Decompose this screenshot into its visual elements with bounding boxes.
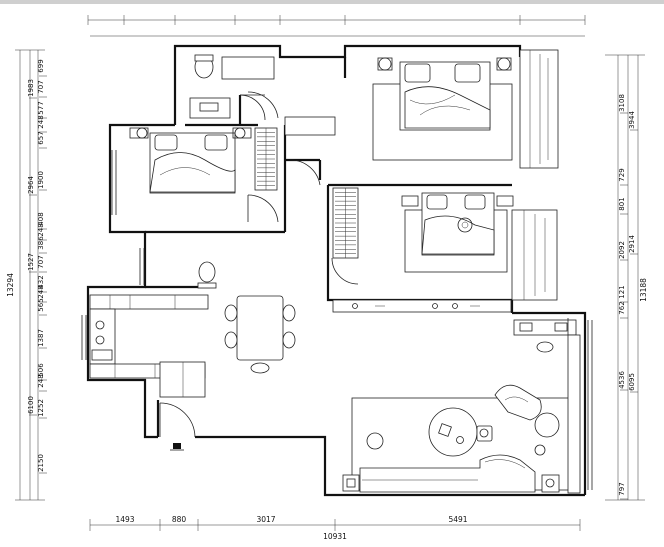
left-inner-dim-10: 707 <box>37 255 45 268</box>
window-master-bedroom <box>519 49 559 169</box>
window-left-bedroom <box>111 150 117 215</box>
walls <box>86 44 587 497</box>
right-inner-dim-7: 4536 <box>618 371 626 389</box>
right-outer-dim-3: 6095 <box>628 373 636 391</box>
left-outer-dimension-labels: 1983 2964 1527 6100 <box>27 79 37 416</box>
nightstand-lamp-left <box>378 57 392 71</box>
nightstand-lamp-right <box>497 57 511 71</box>
top-dimension-line <box>87 15 586 37</box>
side-table <box>534 412 560 438</box>
entry-mat-icon <box>173 443 181 449</box>
entry-door-swing <box>159 402 196 438</box>
left-inner-dim-4: 248 <box>37 115 45 128</box>
kitchen-island <box>159 361 206 398</box>
coffee-table <box>428 407 478 457</box>
left-inner-dim-12: 248 <box>37 285 45 298</box>
right-inner-dim-3: 801 <box>618 197 626 210</box>
right-inner-dim-6: 762 <box>618 301 626 314</box>
left-inner-dim-11: 432 <box>37 275 45 288</box>
right-inner-dim-1: 3108 <box>618 94 626 112</box>
corridor-shelf-strip <box>332 299 512 313</box>
left-outer-dim-1: 1983 <box>27 79 35 97</box>
right-total-dimension: 13188 <box>639 278 648 302</box>
living-stool <box>366 432 384 450</box>
second-bedroom-door-swing <box>331 257 359 285</box>
kitchen-counter-top <box>89 294 209 310</box>
sofa <box>359 454 536 493</box>
left-outer-dim-3: 1527 <box>27 253 35 271</box>
left-inner-dim-5: 657 <box>37 131 45 144</box>
second-bedroom <box>331 187 514 285</box>
left-inner-dim-9: 386 <box>37 236 45 250</box>
bathtub-shower <box>221 56 275 80</box>
right-outer-dimension-labels: 3944 2914 6095 <box>628 111 638 393</box>
right-inner-dim-2: 729 <box>618 168 626 181</box>
left-bedroom <box>129 127 279 223</box>
armchair <box>494 384 542 421</box>
window-second-bedroom <box>511 209 558 301</box>
right-outer-dim-2: 2914 <box>628 235 636 253</box>
corridor-door-swing-2 <box>289 159 321 186</box>
left-inner-dim-1: 699 <box>37 59 45 72</box>
left-inner-dim-14: 1387 <box>37 329 45 347</box>
right-inner-dim-8: 797 <box>618 482 626 495</box>
right-inner-dim-5: 121 <box>618 285 626 298</box>
corridor-cabinet <box>284 116 336 136</box>
dining-table <box>236 295 284 361</box>
bottom-dimension-line <box>89 519 581 531</box>
kitchen <box>89 261 217 398</box>
left-inner-dim-2: 707 <box>37 80 45 93</box>
left-inner-dim-6: 1900 <box>37 171 45 189</box>
bottom-dim-1: 1493 <box>115 515 134 524</box>
bathroom-door-swing <box>239 94 266 121</box>
left-inner-dim-16: 248 <box>37 374 45 387</box>
right-dimension-lines <box>605 54 645 501</box>
left-outer-dim-4: 6100 <box>27 396 35 414</box>
living-room <box>342 318 581 494</box>
window-living-right <box>587 320 593 490</box>
bottom-dim-2: 880 <box>172 515 187 524</box>
left-inner-dim-18: 2150 <box>37 454 45 472</box>
living-tv-cabinet <box>567 334 581 494</box>
bottom-dim-4: 5491 <box>448 515 467 524</box>
left-dimension-lines <box>15 49 45 501</box>
left-inner-dim-17: 1252 <box>37 399 45 417</box>
right-inner-dim-4: 2092 <box>618 241 626 259</box>
window-kitchen <box>81 248 145 360</box>
left-inner-dim-13: 565 <box>37 298 45 311</box>
left-outer-dim-2: 2964 <box>27 176 35 194</box>
left-inner-dim-15: 506 <box>37 363 45 377</box>
left-total-dimension: 13294 <box>6 273 15 297</box>
left-inner-dim-8: 248 <box>37 223 45 236</box>
right-inner-dimension-labels: 3108 729 801 2092 121 762 4536 797 <box>618 94 628 500</box>
top-border-strip <box>0 0 664 4</box>
master-bedroom <box>372 57 513 161</box>
bathroom-fixtures <box>189 54 275 121</box>
left-inner-dim-7: 408 <box>37 212 45 225</box>
dining-set <box>224 295 296 374</box>
corridor-door-swing <box>247 91 279 119</box>
bottom-total-dimension: 10931 <box>323 532 347 541</box>
right-outer-dim-1: 3944 <box>628 111 636 129</box>
bottom-dim-3: 3017 <box>256 515 275 524</box>
left-inner-dim-3: 577 <box>37 101 45 114</box>
left-inner-dimension-labels: 6997075772486571900408248386707432248565… <box>37 59 47 474</box>
small-toilet <box>198 261 216 283</box>
left-bedroom-door-swing <box>247 194 279 223</box>
